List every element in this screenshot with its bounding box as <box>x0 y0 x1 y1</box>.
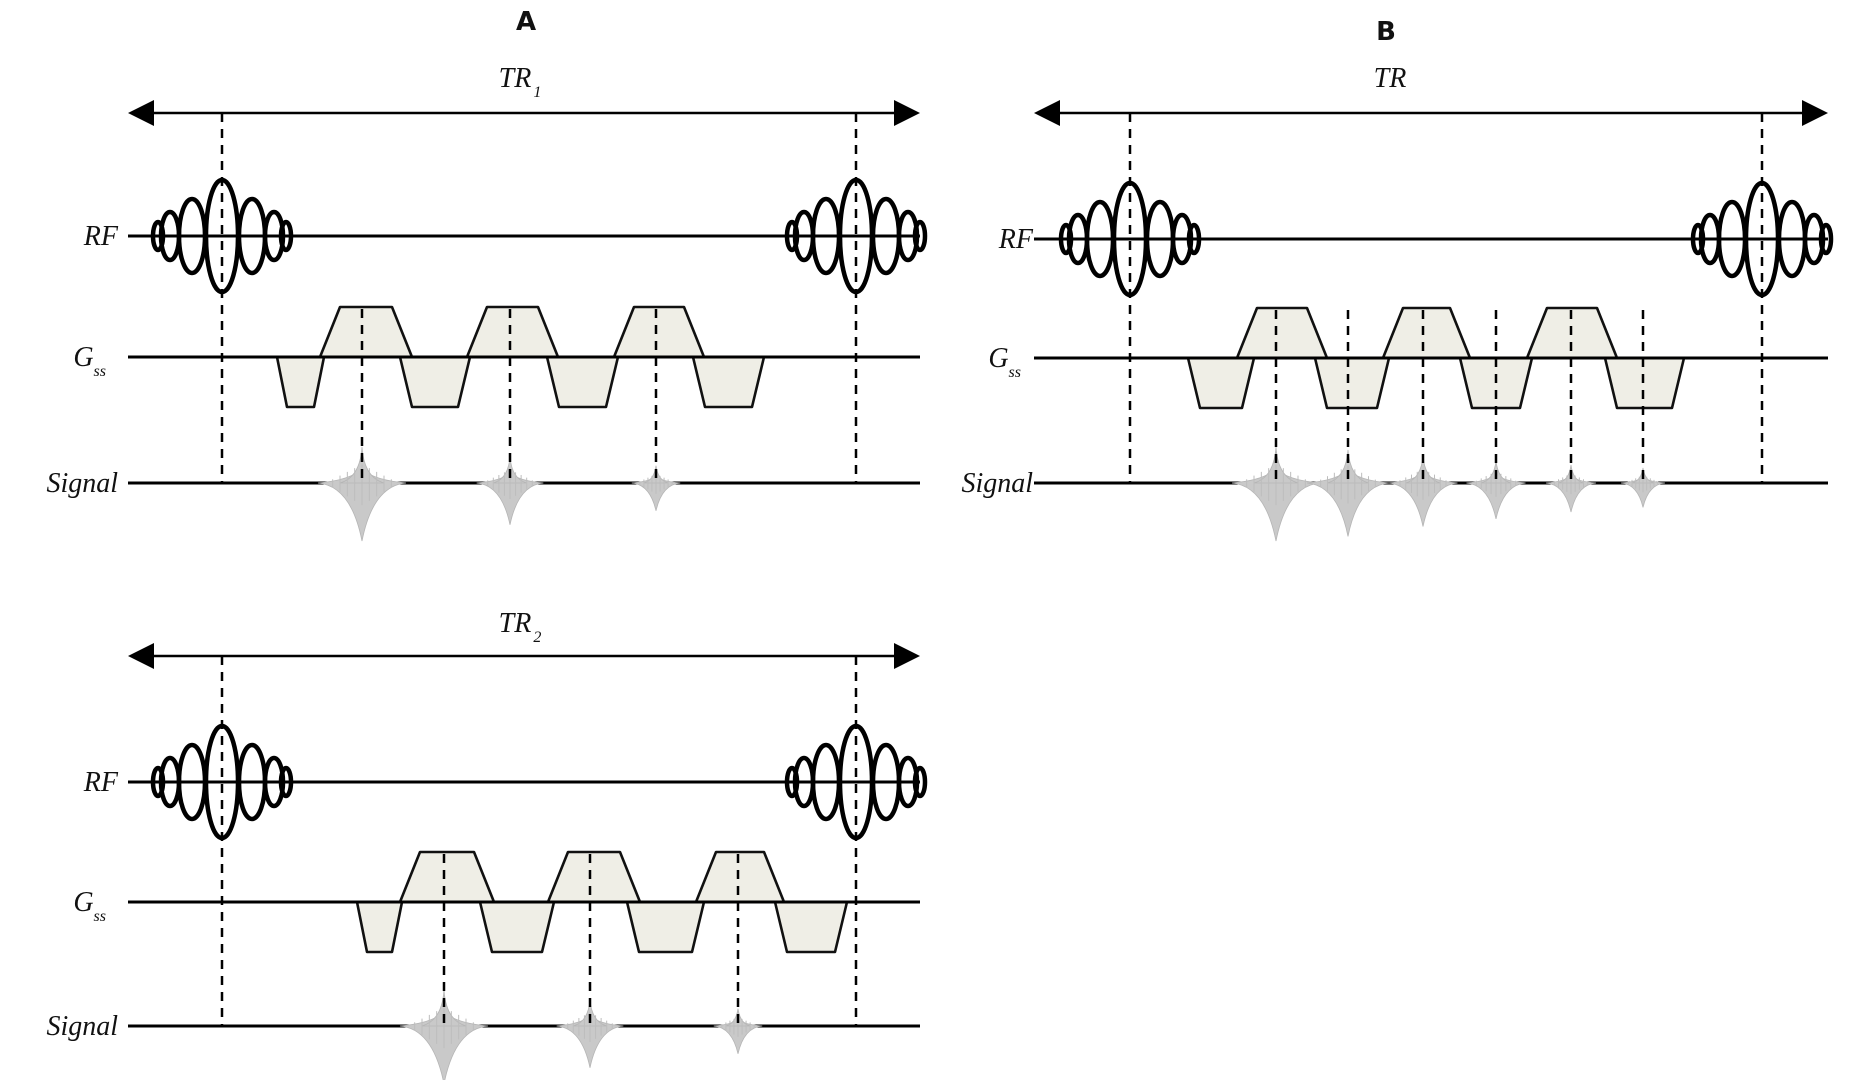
rf-row-label: RF <box>83 221 119 252</box>
rf-lobe <box>784 219 800 253</box>
rf-pulse <box>150 177 294 295</box>
gradient-negative-lobe <box>1603 356 1686 410</box>
rf-row-label: RF <box>998 224 1034 255</box>
rf-pulse <box>1690 180 1834 298</box>
gss-row-label: Gss <box>988 343 1021 381</box>
tr-label-subscript: 2 <box>533 629 541 646</box>
tr-label: TR <box>1374 63 1407 94</box>
rf-lobe <box>1690 222 1706 256</box>
gradient-negative-lobe <box>275 355 326 409</box>
signal-row-label: Signal <box>961 468 1033 499</box>
arrow-right-icon <box>894 643 920 669</box>
gradient-positive-lobe <box>465 305 560 359</box>
echo-signal <box>556 1000 624 1068</box>
arrow-left-icon <box>1034 100 1060 126</box>
echo-signal <box>1231 447 1321 542</box>
rf-lobe <box>278 765 294 799</box>
rf-lobe <box>1818 222 1834 256</box>
tr-arrow <box>1034 100 1828 126</box>
arrow-left-icon <box>128 643 154 669</box>
tr-label-text: TR <box>499 608 532 639</box>
gss-label-subscript: ss <box>1009 364 1021 381</box>
rf-lobe <box>278 219 294 253</box>
gss-row-label: Gss <box>73 887 106 925</box>
echo-signal <box>476 457 544 525</box>
rf-pulse <box>150 723 294 841</box>
gss-label-text: G <box>988 343 1008 374</box>
gss-label-subscript: ss <box>94 363 106 380</box>
gss-label-subscript: ss <box>94 908 106 925</box>
gradient-negative-lobe <box>478 900 556 954</box>
gradient-negative-lobe <box>545 355 620 409</box>
echo-signal <box>1466 460 1526 520</box>
panel-letter: A <box>516 7 536 37</box>
arrow-right-icon <box>894 100 920 126</box>
gradient-negative-lobe <box>1186 356 1256 410</box>
gss-row-label: Gss <box>73 342 106 380</box>
rf-pulse <box>784 177 928 295</box>
signal-row-label: Signal <box>46 1011 118 1042</box>
gradient-positive-lobe <box>694 850 786 904</box>
rf-lobe <box>784 765 800 799</box>
echo-signal <box>399 990 489 1080</box>
panel-letter: B <box>1376 17 1396 47</box>
rf-lobe <box>912 219 928 253</box>
gradient-negative-lobe <box>1313 356 1391 410</box>
tr-arrow <box>128 100 920 126</box>
rf-lobe <box>1186 222 1202 256</box>
gradient-positive-lobe <box>398 850 496 904</box>
rf-row-label: RF <box>83 767 119 798</box>
gradient-negative-lobe <box>625 900 706 954</box>
rf-lobe <box>912 765 928 799</box>
signal-row-label: Signal <box>46 468 118 499</box>
gradient-negative-lobe <box>773 900 849 954</box>
tr-label-text: TR <box>499 63 532 94</box>
rf-lobe <box>150 765 166 799</box>
gradient-positive-lobe <box>612 305 706 359</box>
gss-label-text: G <box>73 887 93 918</box>
gradient-positive-lobe <box>1381 306 1472 360</box>
rf-lobe <box>150 219 166 253</box>
gradient-positive-lobe <box>318 305 414 359</box>
arrow-right-icon <box>1802 100 1828 126</box>
rf-pulse <box>1058 180 1202 298</box>
gradient-negative-lobe <box>398 355 472 409</box>
gradient-positive-lobe <box>546 850 642 904</box>
tr-label-subscript: 1 <box>533 84 541 101</box>
gradient-positive-lobe <box>1235 306 1329 360</box>
arrow-left-icon <box>128 100 154 126</box>
gradient-negative-lobe <box>355 900 404 954</box>
gradient-negative-lobe <box>691 355 766 409</box>
rf-pulse <box>784 723 928 841</box>
tr-label-text: TR <box>1374 63 1407 94</box>
echo-signal <box>1388 455 1458 527</box>
tr-arrow <box>128 643 920 669</box>
gss-label-text: G <box>73 342 93 373</box>
rf-lobe <box>1058 222 1074 256</box>
